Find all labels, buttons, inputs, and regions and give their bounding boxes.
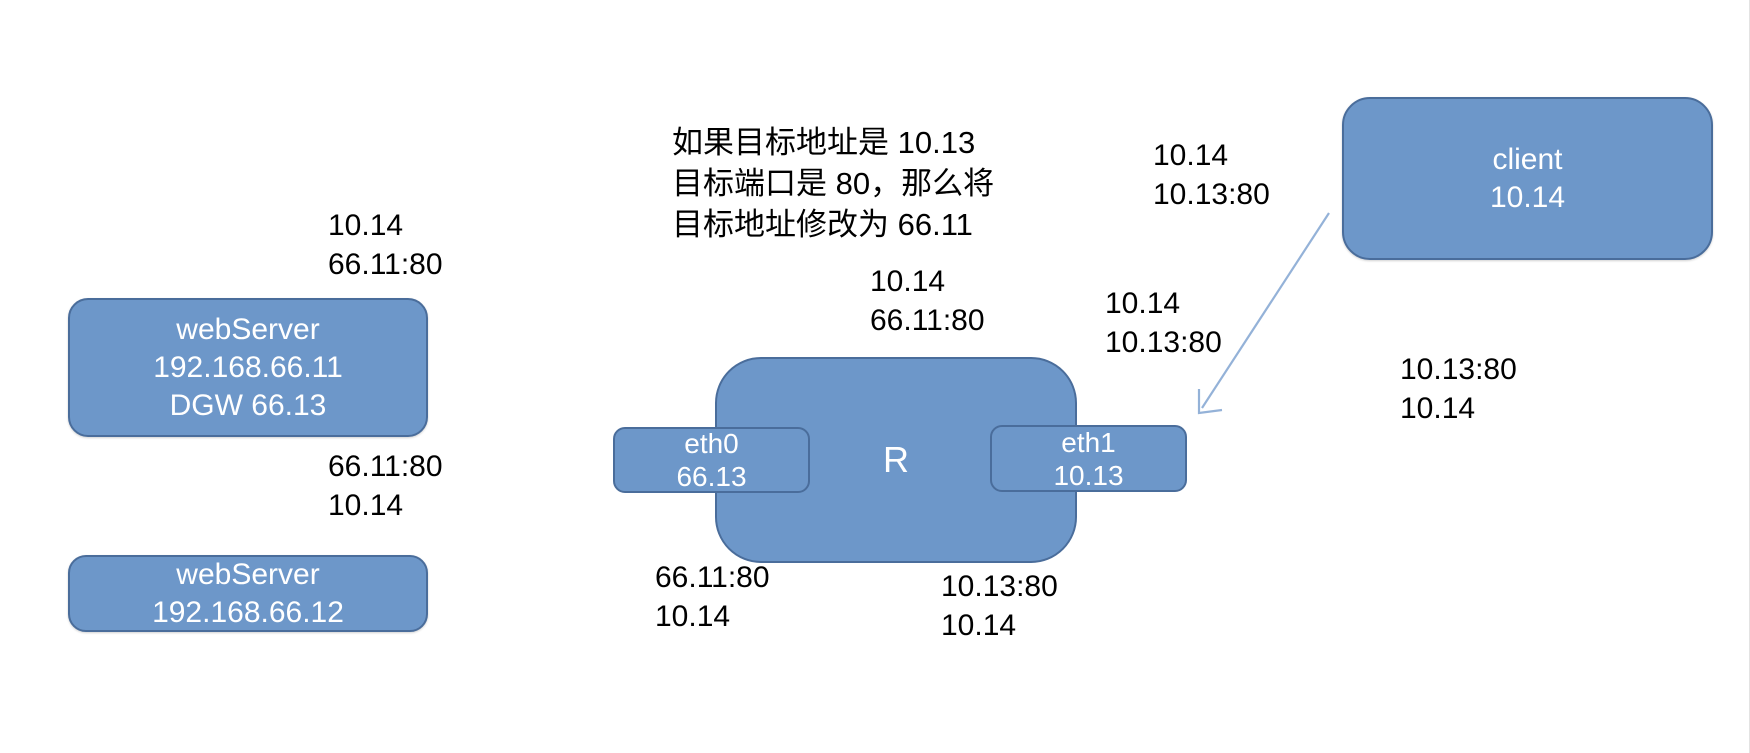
packet-label-right-of-client: 10.13:80 10.14 (1400, 350, 1517, 428)
interface-name: eth0 (684, 428, 739, 459)
webserver2-node: webServer 192.168.66.12 (68, 555, 428, 632)
nat-rule-line: 目标端口是 80，那么将 (672, 166, 995, 201)
node-label: client (1492, 142, 1563, 176)
node-label: webServer (176, 312, 320, 346)
packet-label-client-top: 10.14 10.13:80 (1153, 136, 1270, 214)
node-ip: 192.168.66.12 (152, 595, 344, 629)
interface-ip: 66.13 (676, 461, 747, 492)
packet-label-below-router-right: 10.13:80 10.14 (941, 567, 1058, 645)
node-ip: 192.168.66.11 (153, 350, 343, 384)
packet-label-line: 66.11:80 (328, 450, 443, 483)
nat-rule-annotation: 如果目标地址是 10.13 目标端口是 80，那么将 目标地址修改为 66.11 (672, 122, 994, 245)
packet-label-line: 10.14 (328, 489, 404, 522)
nat-rule-line: 如果目标地址是 10.13 (672, 125, 976, 160)
packet-label-line: 66.11:80 (655, 561, 770, 594)
packet-label-below-webserver1: 66.11:80 10.14 (328, 447, 443, 525)
packet-label-above-webserver1: 10.14 66.11:80 (328, 206, 443, 284)
packet-label-line: 10.14 (1400, 392, 1476, 425)
packet-label-line: 10.13:80 (1105, 326, 1222, 359)
packet-label-line: 10.14 (1153, 139, 1229, 172)
packet-label-line: 10.13:80 (1400, 353, 1517, 386)
packet-label-line: 66.11:80 (870, 304, 985, 337)
packet-label-line: 66.11:80 (328, 248, 443, 281)
client-node: client 10.14 (1342, 97, 1713, 260)
packet-label-above-router: 10.14 66.11:80 (870, 262, 985, 340)
eth1-interface: eth1 10.13 (990, 425, 1187, 492)
nat-rule-line: 目标地址修改为 66.11 (672, 207, 973, 242)
router-label: R (883, 439, 909, 480)
interface-ip: 10.13 (1053, 459, 1124, 491)
node-ip: 10.14 (1489, 180, 1566, 214)
eth0-interface: eth0 66.13 (613, 427, 810, 493)
packet-label-line: 10.14 (1105, 287, 1181, 320)
packet-label-line: 10.14 (655, 600, 731, 633)
node-gateway: DGW 66.13 (169, 388, 327, 422)
packet-label-line: 10.14 (941, 609, 1017, 642)
packet-label-line: 10.13:80 (1153, 178, 1270, 211)
interface-name: eth1 (1061, 426, 1116, 458)
packet-label-line: 10.14 (870, 265, 946, 298)
packet-label-below-router-left: 66.11:80 10.14 (655, 558, 770, 636)
packet-label-near-eth1: 10.14 10.13:80 (1105, 284, 1222, 362)
webserver1-node: webServer 192.168.66.11 DGW 66.13 (68, 298, 428, 437)
packet-label-line: 10.14 (328, 209, 404, 242)
packet-label-line: 10.13:80 (941, 570, 1058, 603)
node-label: webServer (176, 557, 320, 591)
